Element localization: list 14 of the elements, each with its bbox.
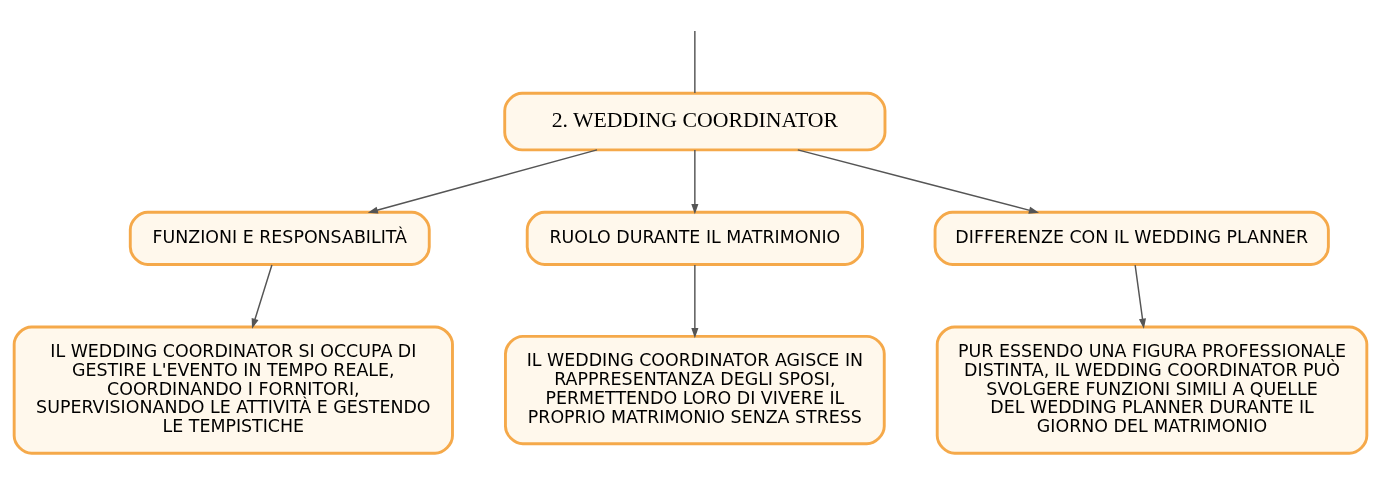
arrow xyxy=(691,264,699,339)
arrow xyxy=(1134,264,1147,329)
arrow xyxy=(367,149,598,214)
node-box: PUR ESSENDO UNA FIGURA PROFESSIONALE DISTINTA, IL WEDDING COORDINATOR PUÒ SVOLGERE FUNZIONI SIMILI A QUELLE DEL WEDDING PLANNER DURANTE IL GIORNO DEL MATRIMONIO xyxy=(935,325,1369,455)
connector xyxy=(694,30,696,94)
node-box: IL WEDDING COORDINATOR AGISCE IN RAPPRESENTANZA DEGLI SPOSI, PERMETTENDO LORO DI VIVERE IL PROPRIO MATRIMONIO SENZA STRESS xyxy=(504,334,886,446)
arrow xyxy=(691,149,699,215)
node-box: 2. WEDDING COORDINATOR xyxy=(503,91,887,152)
arrow xyxy=(251,264,273,329)
arrow xyxy=(797,149,1039,214)
node-box: DIFFERENZE CON IL WEDDING PLANNER xyxy=(933,210,1330,266)
node-box: IL WEDDING COORDINATOR SI OCCUPA DI GESTIRE L'EVENTO IN TEMPO REALE, COORDINANDO I FORNITORI, SUPERVISIONANDO LE ATTIVITÀ E GESTENDO LE TEMPISTICHE xyxy=(12,325,454,455)
node-box: FUNZIONI E RESPONSABILITÀ xyxy=(128,210,431,266)
node-box: RUOLO DURANTE IL MATRIMONIO xyxy=(525,210,864,266)
